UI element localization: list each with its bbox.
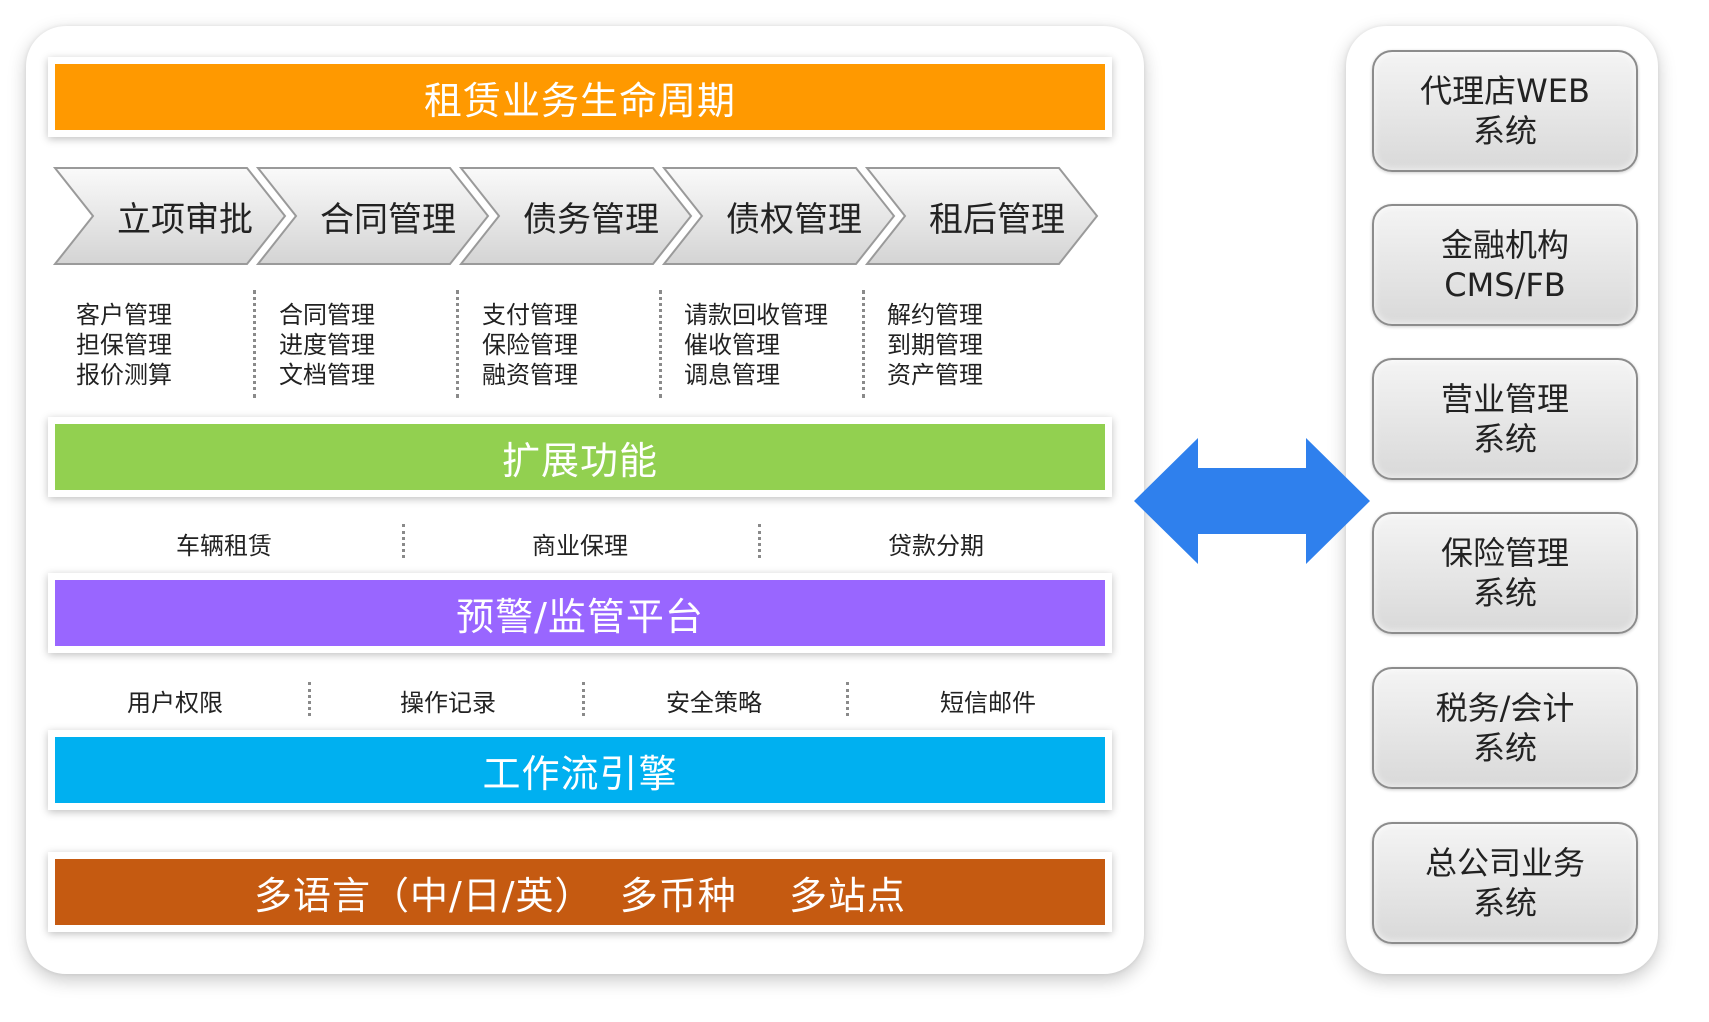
stage-subitems: 客户管理 担保管理 报价测算 (76, 300, 172, 390)
stage-chevron (864, 167, 1099, 265)
system-box: 金融机构 CMS/FB (1372, 204, 1638, 326)
warning-item: 安全策略 (666, 689, 762, 717)
subitem: 保险管理 (482, 331, 578, 359)
system-line: 系统 (1472, 420, 1537, 458)
stage-label: 立项审批 (117, 199, 253, 240)
multi-band: 多语言（中/日/英） 多币种 多站点 (48, 852, 1112, 932)
stage-label: 租后管理 (929, 199, 1065, 240)
stage-label: 债权管理 (726, 199, 862, 240)
lifecycle-title: 租赁业务生命周期 (55, 64, 1105, 130)
warning-band: 预警/监管平台 (48, 573, 1112, 653)
subitem: 进度管理 (279, 331, 375, 359)
chevron-group (52, 167, 1099, 265)
system-line: 系统 (1472, 884, 1537, 922)
subitem: 到期管理 (887, 331, 983, 359)
subitem: 资产管理 (887, 361, 983, 389)
divider (308, 682, 311, 716)
divider (846, 682, 849, 716)
stage-chevron (661, 167, 896, 265)
system-box: 总公司业务 系统 (1372, 822, 1638, 944)
multi-title: 多语言（中/日/英） 多币种 多站点 (55, 859, 1105, 925)
system-line: 系统 (1472, 574, 1537, 612)
system-line: 系统 (1472, 112, 1537, 150)
stage-subitems: 合同管理 进度管理 文档管理 (279, 300, 375, 390)
warning-item: 短信邮件 (940, 689, 1036, 717)
lifecycle-band: 租赁业务生命周期 (48, 57, 1112, 137)
system-line: 税务/会计 (1435, 689, 1575, 727)
stage-subitems: 支付管理 保险管理 融资管理 (482, 300, 578, 390)
system-box: 代理店WEB 系统 (1372, 50, 1638, 172)
subitem: 支付管理 (482, 301, 578, 329)
stage-subitems: 请款回收管理 催收管理 调息管理 (684, 300, 828, 390)
system-box: 营业管理 系统 (1372, 358, 1638, 480)
arrow-shape (1134, 438, 1370, 564)
divider (253, 290, 256, 398)
system-line: 营业管理 (1440, 380, 1569, 418)
subitem: 合同管理 (279, 301, 375, 329)
subitem: 解约管理 (887, 301, 983, 329)
stage-subitems: 解约管理 到期管理 资产管理 (887, 300, 983, 390)
extension-band: 扩展功能 (48, 417, 1112, 497)
divider (862, 290, 865, 398)
warning-item: 操作记录 (400, 689, 496, 717)
stage-chevron (255, 167, 490, 265)
subitem: 文档管理 (279, 361, 375, 389)
extension-title: 扩展功能 (55, 424, 1105, 490)
system-line: 金融机构 (1440, 226, 1569, 264)
systems-panel (1346, 26, 1658, 974)
stage-label: 债务管理 (523, 199, 659, 240)
stage-chevron (458, 167, 693, 265)
stage-chevron (52, 167, 287, 265)
extension-item: 贷款分期 (888, 532, 984, 560)
divider (402, 524, 405, 558)
stage-label: 合同管理 (320, 199, 456, 240)
subitem: 担保管理 (76, 331, 172, 359)
extension-item: 商业保理 (532, 532, 628, 560)
double-arrow-icon (1134, 438, 1370, 564)
system-line: 系统 (1472, 729, 1537, 767)
system-line: 代理店WEB (1420, 72, 1590, 110)
extension-item: 车辆租赁 (176, 532, 272, 560)
divider (456, 290, 459, 398)
subitem: 报价测算 (76, 361, 172, 389)
warning-item: 用户权限 (127, 689, 223, 717)
system-line: 保险管理 (1440, 534, 1569, 572)
subitem: 请款回收管理 (684, 301, 828, 329)
stage-chevrons (52, 167, 1099, 265)
subitem: 调息管理 (684, 361, 780, 389)
system-line: CMS/FB (1444, 266, 1566, 304)
system-box: 保险管理 系统 (1372, 512, 1638, 634)
system-box: 税务/会计 系统 (1372, 667, 1638, 789)
divider (758, 524, 761, 558)
subitem: 催收管理 (684, 331, 780, 359)
system-line: 总公司业务 (1424, 844, 1585, 882)
subitem: 客户管理 (76, 301, 172, 329)
warning-title: 预警/监管平台 (55, 580, 1105, 646)
subitem: 融资管理 (482, 361, 578, 389)
workflow-band: 工作流引擎 (48, 730, 1112, 810)
divider (659, 290, 662, 398)
workflow-title: 工作流引擎 (55, 737, 1105, 803)
divider (582, 682, 585, 716)
